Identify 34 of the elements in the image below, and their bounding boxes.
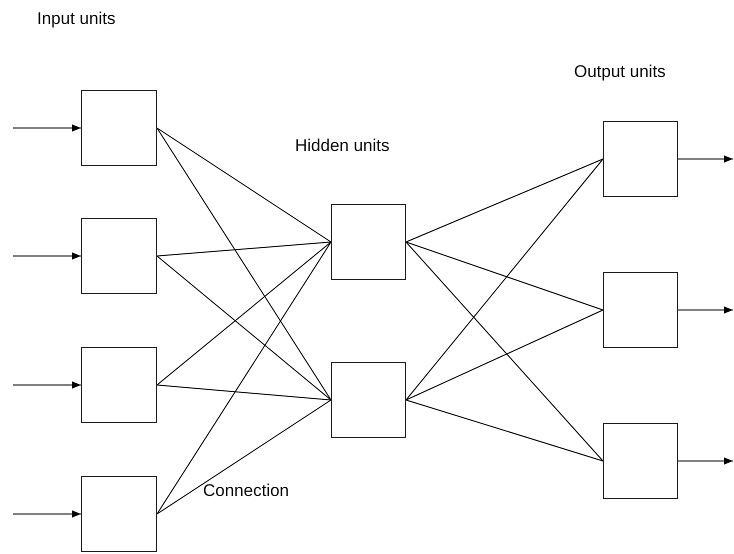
- connection-line: [156, 384, 332, 400]
- unit-box: [603, 272, 678, 348]
- unit-box: [81, 218, 157, 294]
- arrow: [678, 306, 734, 314]
- group-label: Output units: [574, 62, 666, 82]
- unit-box: [603, 423, 678, 499]
- arrow: [678, 155, 734, 163]
- unit-box: [81, 90, 157, 166]
- connection-line: [406, 158, 604, 400]
- connection-line: [156, 400, 332, 514]
- group-label: Connection: [203, 481, 290, 501]
- group-label: Input units: [37, 9, 116, 29]
- arrow: [12, 381, 82, 389]
- unit-box: [331, 204, 406, 280]
- connection-line: [156, 256, 332, 400]
- arrow: [12, 124, 82, 132]
- connection-line: [406, 242, 604, 462]
- arrow: [678, 457, 734, 465]
- connection-line: [156, 242, 332, 386]
- connection-line: [406, 400, 604, 462]
- connection-line: [156, 242, 332, 514]
- connection-line: [406, 158, 604, 242]
- connection-line: [156, 128, 332, 400]
- connection-line: [156, 242, 332, 256]
- unit-box: [81, 347, 157, 423]
- connection-line: [406, 310, 604, 400]
- arrow: [12, 252, 82, 260]
- connection-line: [156, 128, 332, 242]
- unit-box: [81, 476, 157, 552]
- arrow: [12, 510, 82, 518]
- unit-box: [603, 121, 678, 197]
- connection-line: [406, 242, 604, 310]
- group-label: Hidden units: [295, 136, 390, 156]
- unit-box: [331, 362, 406, 438]
